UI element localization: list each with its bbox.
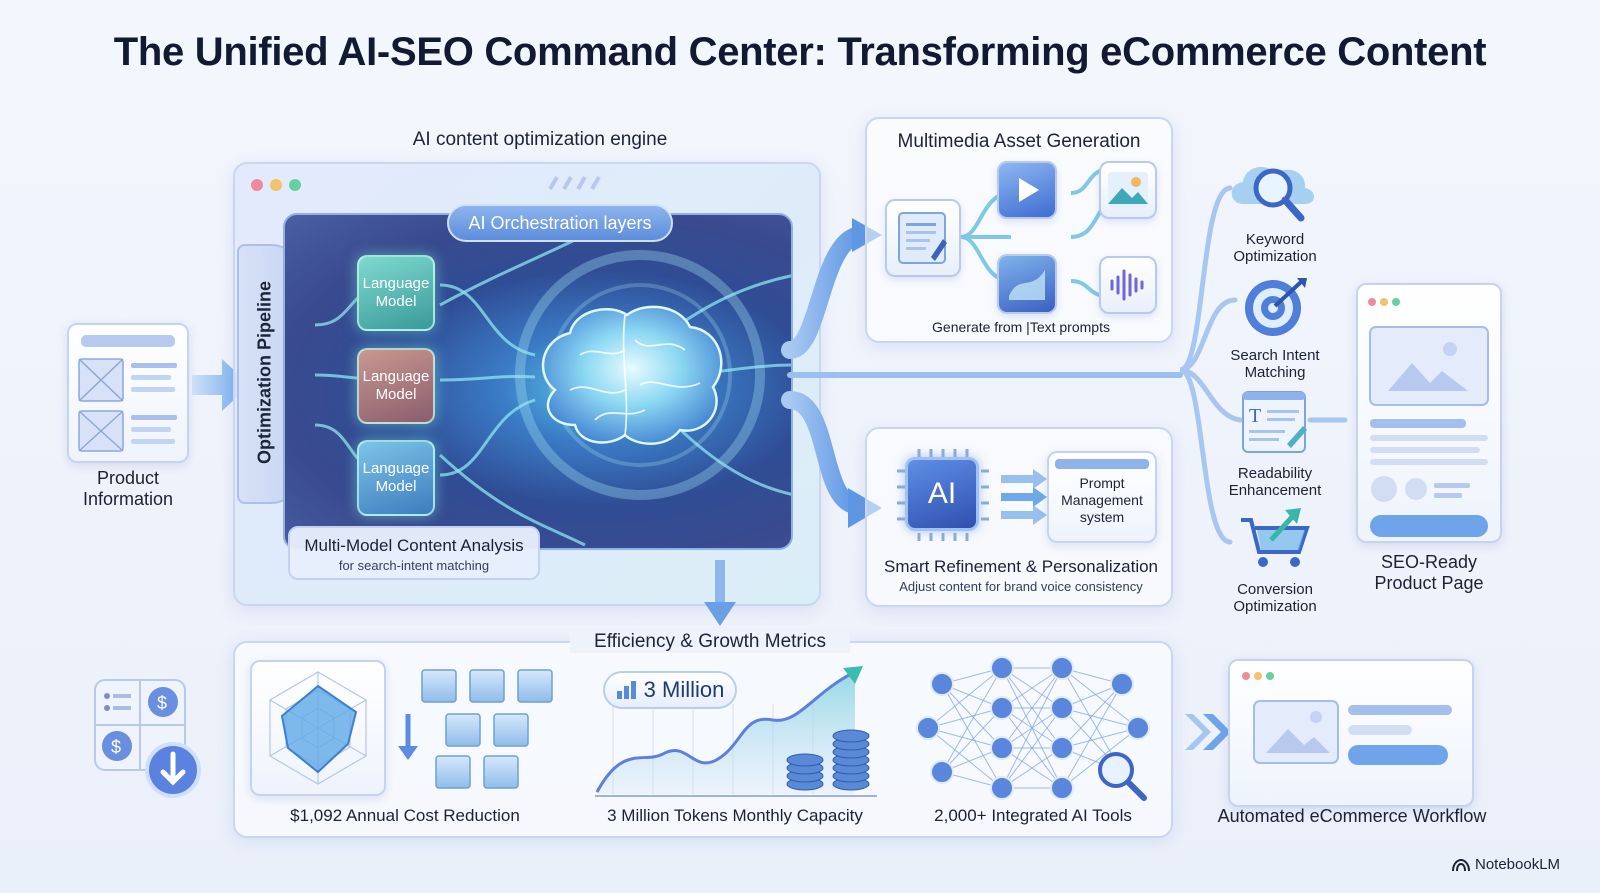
wf-maximize-dot-icon [1266,672,1274,680]
page-minimize-dot-icon [1380,298,1388,306]
metrics-heading: Efficiency & Growth Metrics [570,631,850,653]
maximize-dot-icon[interactable] [289,179,301,191]
text-document-icon[interactable] [885,199,961,277]
workflow-window-card[interactable] [1228,659,1474,807]
stripes-icon [548,176,601,190]
integrated-tools-network [916,656,1150,801]
video-play-icon[interactable] [997,161,1057,219]
page-window-controls [1368,293,1500,311]
radar-chart-card[interactable] [250,660,386,796]
ai-chip-icon[interactable]: AI [905,457,979,531]
integrated-tools-label: 2,000+ Integrated AI Tools [934,806,1132,825]
close-dot-icon[interactable] [251,179,263,191]
orchestration-layers-pill[interactable]: AI Orchestration layers [447,204,673,242]
3d-image-icon[interactable] [997,254,1057,314]
tokens-badge: 3 Million [603,671,737,709]
page-maximize-dot-icon [1392,298,1400,306]
refinement-sub: Adjust content for brand voice consisten… [899,579,1143,594]
seo-product-page-label: SEO-Ready Product Page [1374,552,1484,593]
notebooklm-logo-icon [1452,858,1470,871]
cost-savings-icon: $ $ [93,678,201,798]
product-info-label: Product Information [82,468,174,509]
brain-icon [541,305,723,445]
brand-mark[interactable]: NotebookLM [1452,856,1572,873]
product-doc-icon [78,335,177,452]
prompt-card-bar [1055,459,1149,469]
pipeline-label: Optimization Pipeline [254,281,275,465]
image-icon[interactable] [1099,161,1157,219]
target-icon [1245,278,1307,336]
radar-chart [269,671,367,785]
cost-reduction-label: $1,092 Annual Cost Reduction [290,806,520,825]
flow-arrows [781,218,1183,528]
multimedia-caption: Generate from |Text prompts [932,319,1110,335]
brand-name: NotebookLM [1475,856,1561,873]
workflow-mockup [1253,700,1452,765]
prompt-management-card[interactable]: Prompt Management system [1047,451,1157,543]
orchestration-lines [314,233,791,547]
keyword-optimization[interactable]: Keyword Optimization [1215,148,1335,265]
orchestration-label: AI Orchestration layers [468,212,652,233]
page-close-dot-icon [1368,298,1376,306]
tokens-capacity-label: 3 Million Tokens Monthly Capacity [607,806,863,825]
prompt-management-label: Prompt Management system [1061,475,1143,525]
workflow-label: Automated eCommerce Workflow [1217,806,1487,826]
arrow-down-icon [704,560,736,626]
readability-enhancement[interactable]: T Readability Enhancement [1215,390,1335,499]
document-edit-icon: T [1242,391,1307,453]
multimedia-panel: Multimedia Asset Generation [865,117,1173,343]
tokens-badge-label: 3 Million [643,677,725,702]
content-analysis-card[interactable]: Multi-Model Content Analysis for search-… [288,526,540,580]
svg-text:$: $ [111,737,121,757]
wf-minimize-dot-icon [1254,672,1262,680]
conversion-optimization[interactable]: Conversion Optimization [1215,504,1335,615]
search-intent-matching[interactable]: Search Intent Matching [1215,276,1335,381]
svg-text:$: $ [157,693,167,713]
analysis-sub: for search-intent matching [338,558,490,573]
svg-text:T: T [1249,405,1261,427]
arrows-right-icon [1001,469,1047,525]
refinement-title: Smart Refinement & Personalization [883,557,1159,576]
chip-pins [897,449,989,541]
inventory-boxes-icon [398,669,553,789]
minimize-dot-icon[interactable] [270,179,282,191]
audio-wave-icon[interactable] [1099,256,1157,314]
page-title: The Unified AI-SEO Command Center: Trans… [113,30,1487,74]
ai-chip-label: AI [927,477,957,510]
window-controls [251,178,308,196]
workflow-window-controls [1242,667,1472,685]
product-page-mockup [1369,326,1489,537]
tokens-growth-chart [595,666,877,797]
seo-product-page-card[interactable] [1356,283,1502,543]
wf-close-dot-icon [1242,672,1250,680]
double-chevron-right-icon [1185,714,1231,750]
refinement-panel: AI Prompt Management system Smart Refine… [865,427,1173,607]
multimedia-heading: Multimedia Asset Generation [897,131,1141,152]
product-info-card[interactable] [67,323,189,463]
magnifier-icon [1231,167,1314,222]
bar-chart-icon [616,681,636,699]
cart-icon [1241,508,1310,567]
outcome-connectors [1180,185,1348,545]
engine-heading: AI content optimization engine [412,129,668,150]
analysis-title: Multi-Model Content Analysis [304,536,524,555]
